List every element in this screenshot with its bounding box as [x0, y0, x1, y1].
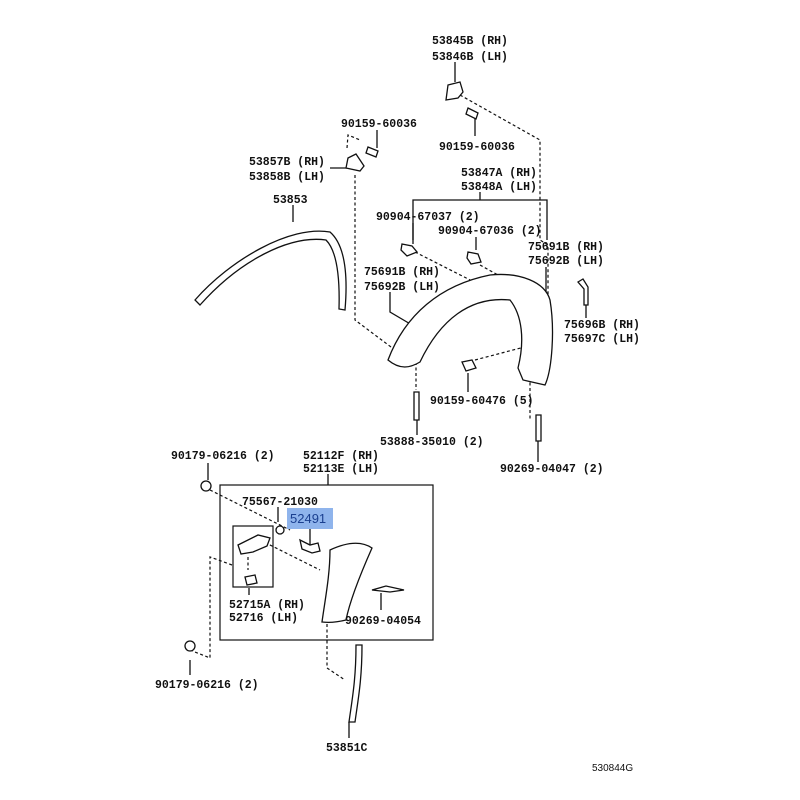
label-75692b-right[interactable]: 75692B (LH) [528, 255, 604, 268]
label-90269-04054[interactable]: 90269-04054 [345, 615, 421, 628]
label-53888-35010[interactable]: 53888-35010 (2) [380, 436, 484, 449]
rivet-box-part [371, 585, 405, 593]
label-75691b-left[interactable]: 75691B (RH) [364, 266, 440, 279]
bolt-52491-part [299, 538, 321, 554]
screw-part [461, 359, 477, 372]
grommet-part [275, 525, 285, 535]
label-53845b[interactable]: 53845B (RH) [432, 35, 508, 48]
label-53853[interactable]: 53853 [273, 194, 308, 207]
clip-a-part [400, 243, 419, 257]
label-75697c[interactable]: 75697C (LH) [564, 333, 640, 346]
label-52112f[interactable]: 52112F (RH) [303, 450, 379, 463]
leader-lines [189, 62, 587, 738]
label-90904-67036[interactable]: 90904-67036 (2) [438, 225, 542, 238]
stud-part [413, 391, 420, 421]
fender-flare-part [387, 273, 554, 386]
label-75691b-right[interactable]: 75691B (RH) [528, 241, 604, 254]
label-90179-06216-bottom[interactable]: 90179-06216 (2) [155, 679, 259, 692]
label-53851c[interactable]: 53851C [326, 742, 368, 755]
label-90159-60476[interactable]: 90159-60476 (5) [430, 395, 534, 408]
bolt-top-part [465, 107, 479, 120]
rivet-right-part [535, 414, 542, 442]
label-53858b[interactable]: 53858B (LH) [249, 171, 325, 184]
nut-top-part [200, 480, 212, 492]
label-52491-highlighted[interactable]: 52491 [290, 511, 326, 526]
label-90159-60036-top[interactable]: 90159-60036 [439, 141, 515, 154]
label-90904-67037[interactable]: 90904-67037 (2) [376, 211, 480, 224]
label-52113e[interactable]: 52113E (LH) [303, 463, 379, 476]
mudguard-kit-box [219, 484, 434, 641]
retainer-part [237, 534, 271, 555]
clip-b-part [466, 251, 482, 265]
diagram-code: 530844G [592, 763, 633, 774]
label-90179-06216-top[interactable]: 90179-06216 (2) [171, 450, 275, 463]
hinge-top-part [445, 81, 464, 101]
mudguard-part [321, 542, 373, 624]
label-53848a[interactable]: 53848A (LH) [461, 181, 537, 194]
label-52715a[interactable]: 52715A (RH) [229, 599, 305, 612]
label-90269-04047[interactable]: 90269-04047 (2) [500, 463, 604, 476]
label-53847a[interactable]: 53847A (RH) [461, 167, 537, 180]
label-53846b[interactable]: 53846B (LH) [432, 51, 508, 64]
highlight-box [287, 508, 333, 529]
label-75696b[interactable]: 75696B (RH) [564, 319, 640, 332]
callout-labels: 53845B (RH) 53846B (LH) 90159-60036 9015… [155, 35, 640, 774]
label-75692b-left[interactable]: 75692B (LH) [364, 281, 440, 294]
moulding-part [194, 230, 347, 311]
protector-bracket-part [577, 278, 589, 306]
bracket-part [345, 153, 365, 172]
label-90159-60036-left[interactable]: 90159-60036 [341, 118, 417, 131]
label-52716[interactable]: 52716 (LH) [229, 612, 298, 625]
label-53857b[interactable]: 53857B (RH) [249, 156, 325, 169]
parts [184, 81, 589, 723]
retainer-kit-box [232, 525, 274, 588]
seal-part [348, 644, 363, 723]
nut-bottom-part [184, 640, 196, 652]
label-75567-21030[interactable]: 75567-21030 [242, 496, 318, 509]
bolt-left-part [365, 146, 379, 158]
retainer-screw-part [244, 574, 258, 586]
